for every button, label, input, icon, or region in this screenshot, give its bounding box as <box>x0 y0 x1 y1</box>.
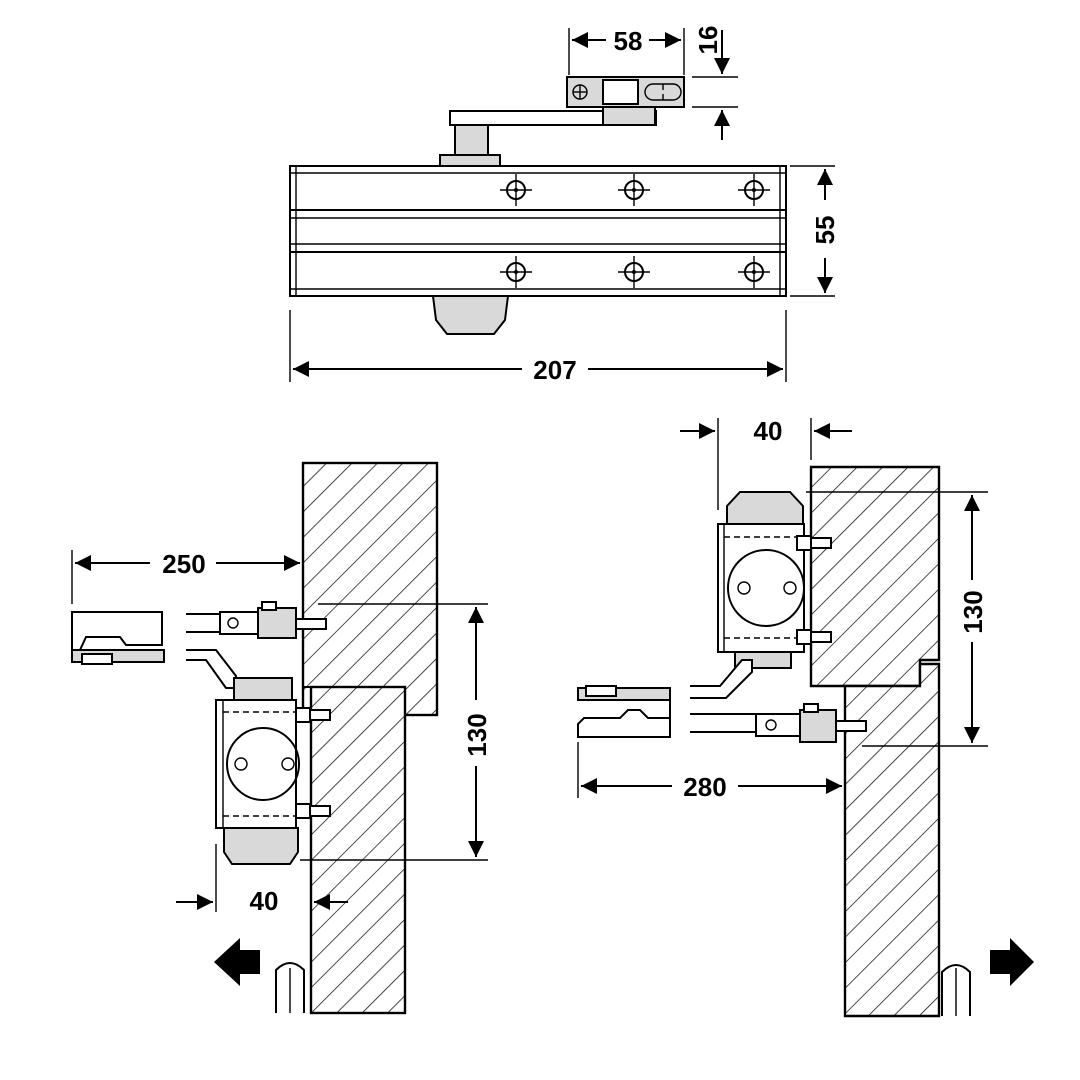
left-door-leaf <box>309 685 407 1015</box>
right-closer-body <box>717 491 832 669</box>
dim-58-label: 58 <box>614 26 643 56</box>
right-installation-view: 40 130 280 <box>577 416 1034 1018</box>
right-frame <box>809 465 941 688</box>
dim-207-label: 207 <box>533 355 576 385</box>
right-arm <box>690 659 867 743</box>
dim-16: 16 <box>692 26 738 140</box>
dim-130-right: 130 <box>806 491 988 747</box>
mounting-holes <box>500 174 770 288</box>
dim-58: 58 <box>568 26 685 75</box>
closer-body <box>289 165 787 335</box>
arm-shoe <box>566 76 685 108</box>
right-door-leaf <box>843 662 941 1018</box>
arrow-left-icon <box>214 938 260 986</box>
dim-40-right-label: 40 <box>754 416 783 446</box>
dim-40-right: 40 <box>680 416 852 510</box>
dim-250-label: 250 <box>162 549 205 579</box>
left-arm <box>186 601 327 689</box>
valve-cap <box>431 295 510 335</box>
closer-arm <box>439 106 657 167</box>
left-frame <box>301 461 439 717</box>
dim-250: 250 <box>71 549 300 604</box>
right-hinge-pin <box>941 964 971 1016</box>
left-arm-shoe <box>71 611 165 665</box>
left-closer-body <box>215 677 331 865</box>
closer-top-view: 58 16 55 207 <box>289 26 840 385</box>
dim-280: 280 <box>577 742 842 802</box>
arrow-right-icon <box>990 938 1034 986</box>
left-hinge-pin <box>275 962 305 1013</box>
dim-130-left-label: 130 <box>462 713 492 756</box>
dim-40-left: 40 <box>176 844 348 916</box>
left-installation-view: 250 130 40 <box>71 461 492 1015</box>
dim-40-left-label: 40 <box>250 886 279 916</box>
dim-207: 207 <box>289 310 787 385</box>
dim-55: 55 <box>790 165 840 297</box>
dim-130-left: 130 <box>300 603 492 861</box>
dim-280-label: 280 <box>683 772 726 802</box>
dim-55-label: 55 <box>810 216 840 245</box>
dim-130-right-label: 130 <box>958 590 988 633</box>
right-arm-shoe <box>577 685 671 738</box>
dim-16-label: 16 <box>693 26 723 55</box>
